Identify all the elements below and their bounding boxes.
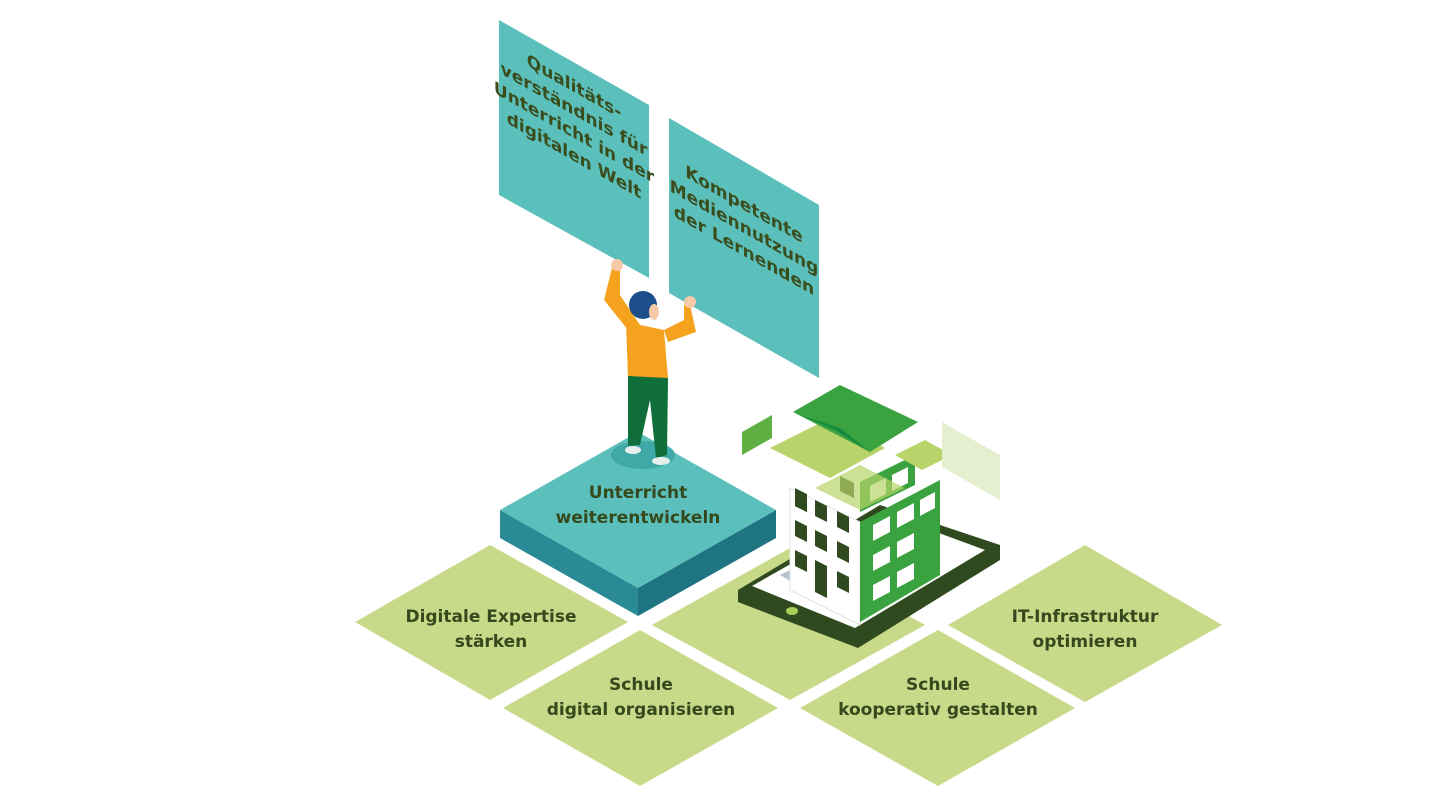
tile-label-line1: Digitale Expertise <box>405 607 576 627</box>
roof <box>793 385 918 452</box>
tile-label-line1: Schule <box>906 675 970 695</box>
tile-label-line2: digital organisieren <box>547 700 735 720</box>
panel-mediennutzung: Kompetente Mediennutzung der Lernenden <box>669 118 819 378</box>
tile-digitale-expertise: Digitale Expertise stärken <box>355 545 628 700</box>
tile-label-line1: Schule <box>609 675 673 695</box>
tile-schule-kooperativ-gestalten: Schule kooperativ gestalten <box>800 630 1075 786</box>
tile-label-line2: optimieren <box>1033 632 1138 652</box>
tile-schule-digital-organisieren: Schule digital organisieren <box>503 630 778 786</box>
tile-label-line2: stärken <box>455 632 528 652</box>
platform-label-line1: Unterricht <box>589 483 687 503</box>
tile-it-infrastruktur: IT-Infrastruktur optimieren <box>948 545 1222 702</box>
tile-center <box>652 548 925 700</box>
person-illustration <box>604 259 696 465</box>
tile-label-line1: IT-Infrastruktur <box>1012 607 1159 627</box>
platform-label-line2: weiterentwickeln <box>556 508 721 528</box>
tablet-school-building <box>738 385 1000 648</box>
panel-qualitaetsverstaendnis: Qualitäts- verständnis für Unterricht in… <box>494 20 654 278</box>
tile-label-line2: kooperativ gestalten <box>838 700 1038 720</box>
